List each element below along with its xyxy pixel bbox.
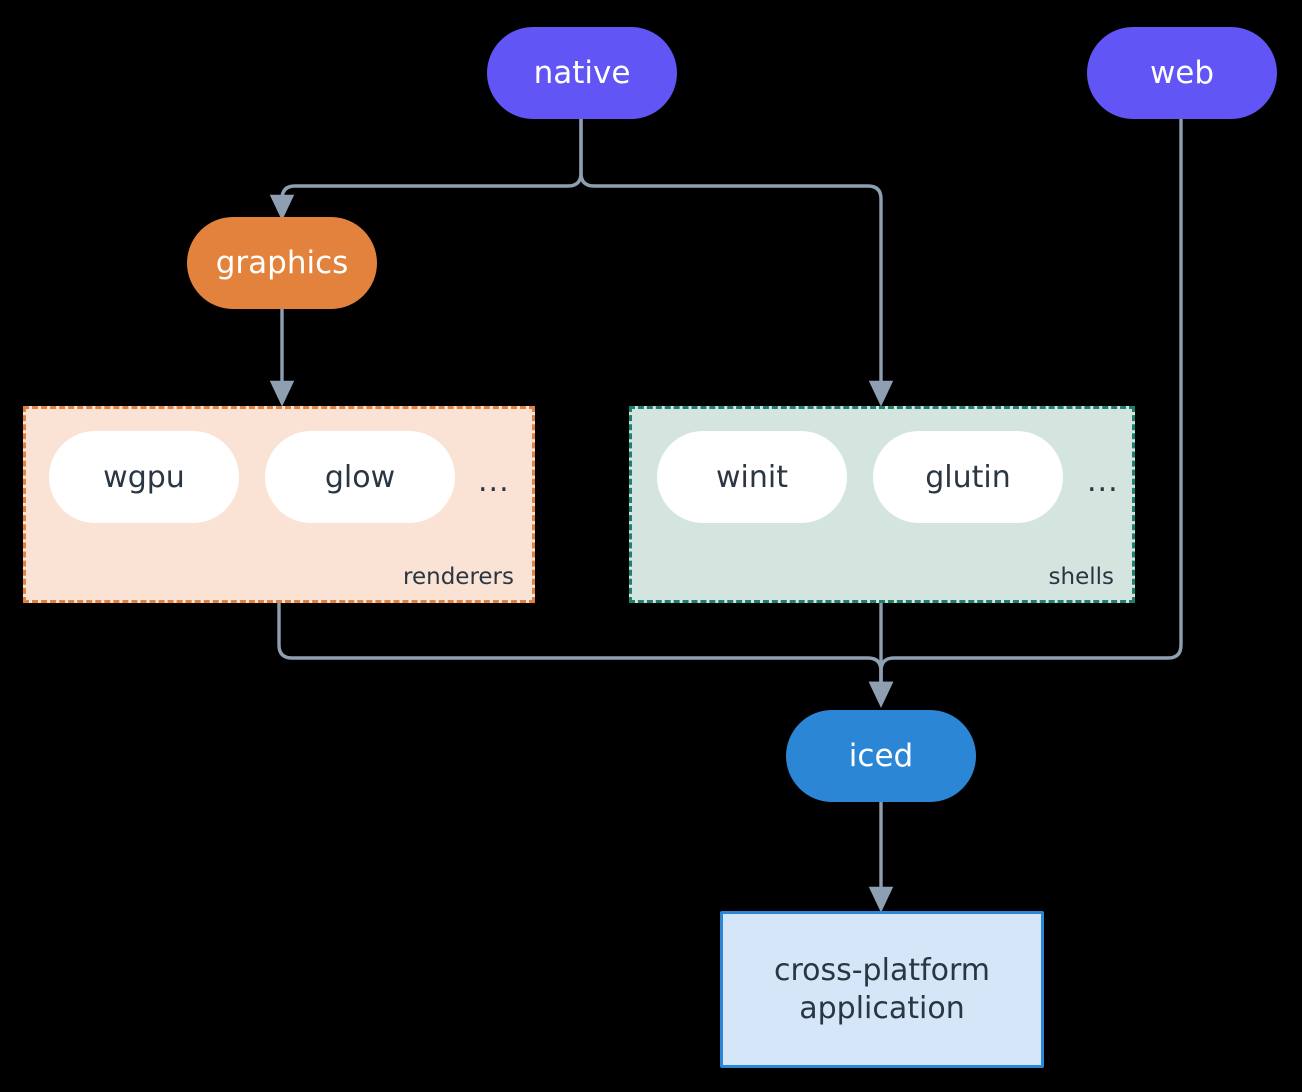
group-renderers: wgpu glow ... renderers [23, 406, 535, 603]
node-native[interactable]: native [487, 27, 677, 119]
edge-native-to-shells [579, 118, 894, 407]
node-graphics[interactable]: graphics [187, 217, 377, 309]
node-web[interactable]: web [1087, 27, 1277, 119]
edge-renderers-to-iced [277, 603, 894, 708]
group-renderers-label: renderers [403, 564, 514, 590]
shells-more-ellipsis: ... [1087, 464, 1119, 499]
node-iced-label: iced [848, 737, 914, 774]
edge-native-to-graphics [269, 118, 583, 221]
chip-wgpu-label: wgpu [103, 459, 185, 495]
chip-glow-label: glow [324, 459, 396, 495]
node-web-label: web [1149, 54, 1215, 91]
chip-glow[interactable]: glow [265, 431, 455, 523]
renderers-more-ellipsis: ... [478, 464, 510, 499]
group-shells: winit glutin ... shells [629, 406, 1135, 603]
node-application[interactable]: cross-platform application [720, 911, 1044, 1068]
node-native-label: native [533, 54, 631, 91]
node-application-label: cross-platform application [773, 953, 991, 1026]
node-iced[interactable]: iced [786, 710, 976, 802]
chip-glutin[interactable]: glutin [873, 431, 1063, 523]
chip-wgpu[interactable]: wgpu [49, 431, 239, 523]
chip-winit-label: winit [716, 459, 788, 495]
group-shells-label: shells [1048, 564, 1114, 590]
chip-glutin-label: glutin [925, 459, 1011, 495]
node-graphics-label: graphics [215, 244, 349, 281]
chip-winit[interactable]: winit [657, 431, 847, 523]
